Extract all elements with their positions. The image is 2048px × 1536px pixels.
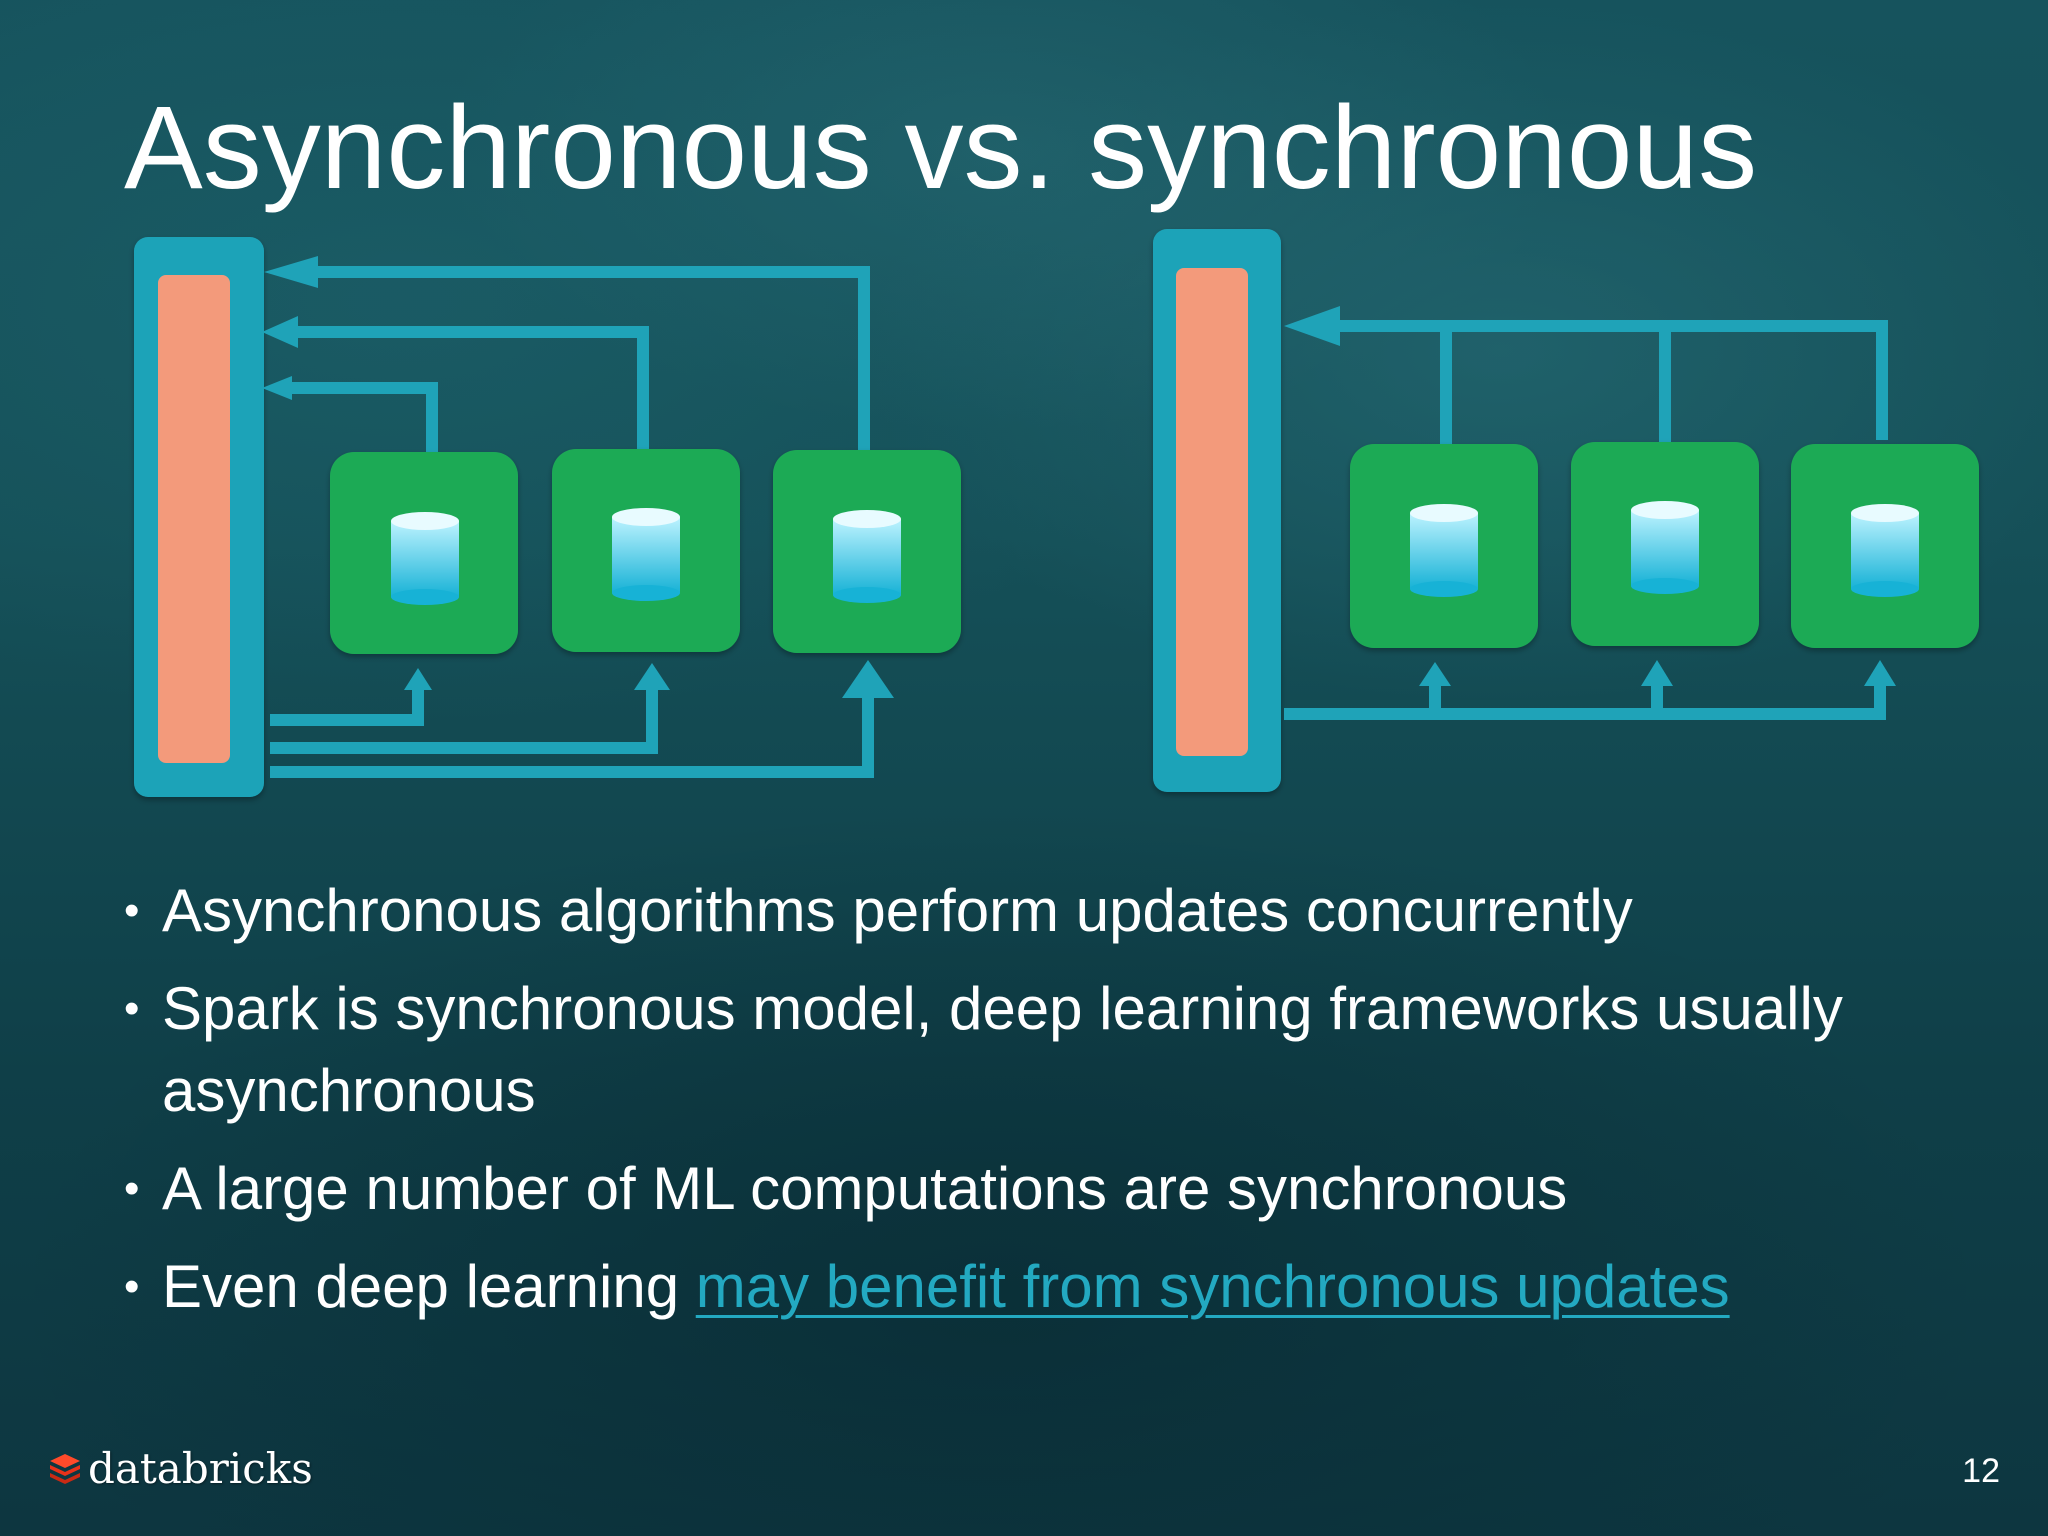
async-worker (330, 452, 518, 654)
database-icon (1851, 504, 1919, 597)
async-sync-diagram (134, 229, 1979, 797)
logo-text: databricks (88, 1444, 313, 1493)
page-number: 12 (1962, 1452, 2000, 1490)
sync-worker (1350, 444, 1538, 648)
bullet-text: Even deep learning (162, 1253, 696, 1320)
async-parameter-server (134, 237, 264, 797)
async-pull-arrowheads (404, 660, 894, 698)
arrowhead-left (264, 256, 318, 288)
sync-diagram (1153, 229, 1979, 792)
async-pull-arrows (270, 690, 874, 778)
async-diagram (134, 237, 961, 797)
arrowhead-up (634, 663, 670, 690)
sync-worker (1791, 444, 1979, 648)
bullet-list: • Asynchronous algorithms perform update… (124, 870, 1924, 1344)
async-push-arrows (288, 266, 870, 452)
database-icon (391, 512, 459, 605)
sync-updates-link[interactable]: may benefit from synchronous updates (695, 1253, 1730, 1320)
bullet-text: A large number of ML computations are sy… (162, 1155, 1568, 1222)
arrowhead-up (1641, 660, 1673, 686)
bullet-glyph: • (124, 1164, 140, 1213)
sync-push-bus (1338, 320, 1888, 444)
bullet-item: • Even deep learning may benefit from sy… (124, 1246, 1924, 1328)
async-push-arrowheads (262, 256, 318, 400)
async-worker (773, 450, 961, 653)
arrowhead-left (1284, 306, 1340, 346)
bullet-text: Asynchronous algorithms perform updates … (162, 877, 1633, 944)
sync-pull-arrowheads (1419, 660, 1896, 686)
bullet-glyph: • (124, 886, 140, 935)
database-icon (1631, 501, 1699, 594)
bullet-item: • Spark is synchronous model, deep learn… (124, 968, 1924, 1132)
bullet-glyph: • (124, 984, 140, 1033)
sync-pull-bus (1284, 682, 1886, 720)
databricks-logo-icon (50, 1453, 80, 1484)
arrowhead-up (404, 668, 432, 690)
arrowhead-left (262, 376, 292, 400)
bullet-text: Spark is synchronous model, deep learnin… (162, 975, 1843, 1124)
arrowhead-left (262, 316, 298, 348)
slide-title: Asynchronous vs. synchronous (124, 82, 1758, 214)
async-worker (552, 449, 740, 652)
sync-parameter-server (1153, 229, 1281, 792)
database-icon (1410, 504, 1478, 597)
bullet-item: • A large number of ML computations are … (124, 1148, 1924, 1230)
bullet-item: • Asynchronous algorithms perform update… (124, 870, 1924, 952)
arrowhead-up (1864, 660, 1896, 686)
database-icon (833, 510, 901, 603)
sync-worker (1571, 442, 1759, 646)
arrowhead-up (842, 660, 894, 698)
bullet-glyph: • (124, 1262, 140, 1311)
database-icon (612, 508, 680, 601)
arrowhead-up (1419, 662, 1451, 686)
databricks-logo: databricks (48, 1444, 313, 1493)
